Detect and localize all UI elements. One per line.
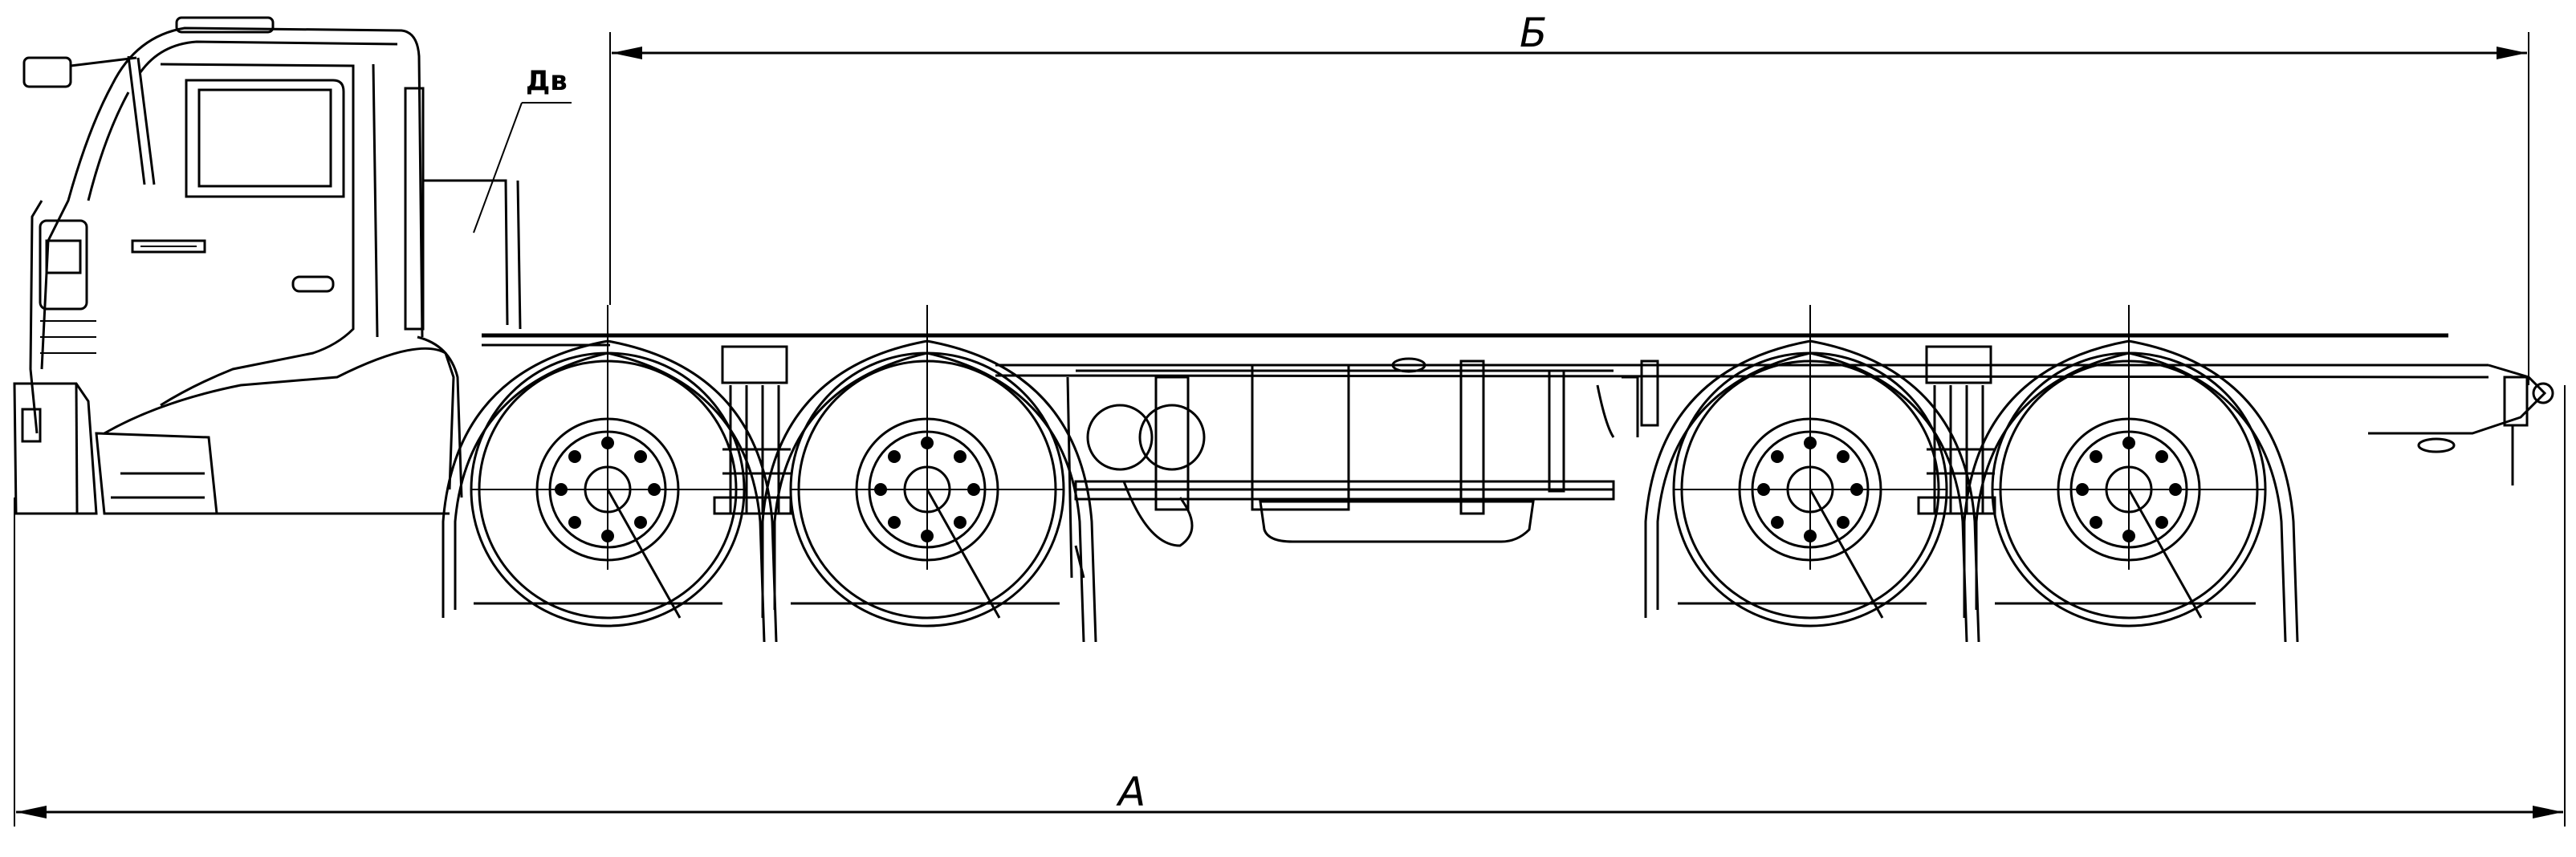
front-suspension [713,345,792,515]
dimension-b-label: Б [1520,10,1547,56]
wheel-axle-3 [1644,303,1980,644]
rear-suspension [1917,345,1996,515]
mid-bracket [1596,359,1659,438]
wheel-axle-4 [1963,303,2299,644]
dimension-a: А [14,385,2566,827]
chassis-frame [482,333,2554,579]
wheel-axle-2 [761,303,1097,644]
engine-label: Дв [526,65,568,97]
fuel-tank [1259,500,1535,543]
air-tank [1086,404,1154,471]
wheel-axle-1 [442,303,778,644]
dimension-b: Б [609,10,2529,385]
truck-cab [13,16,522,515]
tow-hitch [2503,376,2554,485]
engine-callout: Дв [473,65,572,234]
dimension-a-label: А [1116,769,1146,815]
